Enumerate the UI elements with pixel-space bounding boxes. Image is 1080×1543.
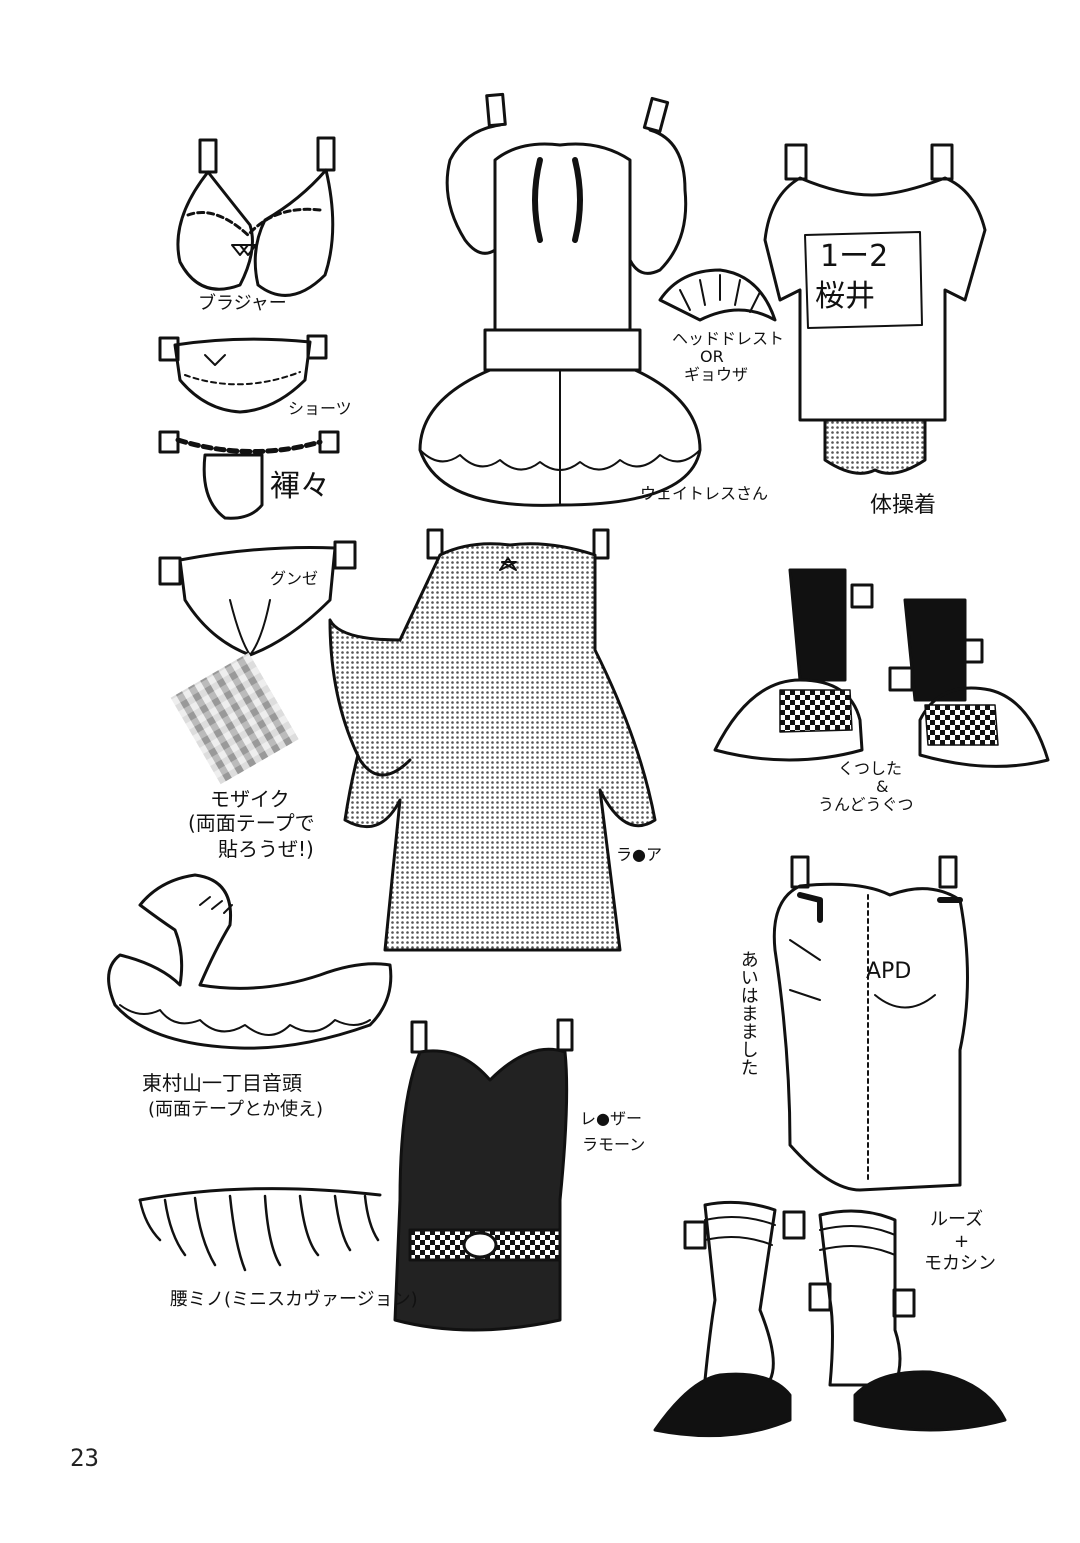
label-aiha: あいはまました	[737, 950, 759, 1076]
headdress-drawing	[658, 268, 777, 322]
label-shorts: ショーツ	[288, 399, 352, 418]
waitress-dress-drawing	[418, 92, 702, 507]
label-ra-a: ラ●ア	[616, 845, 662, 864]
apd-jacket-drawing	[772, 855, 969, 1192]
label-waitress: ウェイトレスさん	[640, 484, 769, 503]
gym-number: 1ー2	[820, 239, 889, 274]
label-leather-1: レ●ザー	[580, 1109, 642, 1128]
loose-socks-drawing	[653, 1200, 1007, 1438]
label-gym: 体操着	[870, 493, 937, 518]
label-headdress-3: ギョウザ	[684, 365, 749, 384]
fundoshi-drawing	[158, 430, 340, 520]
bloomers-drawing	[823, 418, 927, 475]
label-gunze: グンゼ	[270, 569, 319, 588]
label-headdress-1: ヘッドドレスト	[672, 329, 785, 348]
bra-drawing	[176, 136, 336, 297]
page-number: 23	[70, 1444, 99, 1472]
grass-skirt-drawing	[138, 1187, 382, 1272]
label-mosaic-2: (両面テープで	[188, 811, 315, 835]
label-bra: ブラジャー	[198, 293, 287, 314]
label-fundoshi: 褌々	[270, 469, 330, 504]
label-koshimino: 腰ミノ(ミニスカヴァージョン)	[170, 1289, 418, 1310]
label-headdress-2: OR	[700, 347, 724, 366]
label-apd: APD	[866, 959, 912, 984]
label-mosaic-1: モザイク	[210, 787, 290, 811]
label-loose-1: ルーズ	[930, 1209, 984, 1230]
gym-name: 桜井	[815, 279, 875, 314]
label-swan-1: 東村山一丁目音頭	[142, 1071, 302, 1095]
label-mosaic-3: 貼ろうぜ!)	[218, 837, 314, 861]
label-loose-2: +	[954, 1231, 970, 1252]
tone-dress-drawing	[328, 528, 657, 952]
swan-drawing	[107, 873, 393, 1050]
socks-sneakers-drawing	[713, 568, 1050, 768]
leather-vest-drawing	[393, 1018, 574, 1332]
label-leather-2: ラモーン	[582, 1135, 646, 1154]
gunze-drawing	[158, 540, 357, 657]
label-loose-3: モカシン	[924, 1253, 996, 1274]
mosaic-drawing	[170, 652, 299, 785]
shorts-drawing	[158, 334, 328, 414]
gym-shirt-drawing	[763, 143, 987, 422]
label-socks-3: うんどうぐつ	[818, 795, 914, 814]
label-socks-2: &	[876, 777, 889, 796]
label-swan-2: (両面テープとか使え)	[148, 1099, 323, 1120]
label-socks-1: くつした	[838, 759, 903, 778]
